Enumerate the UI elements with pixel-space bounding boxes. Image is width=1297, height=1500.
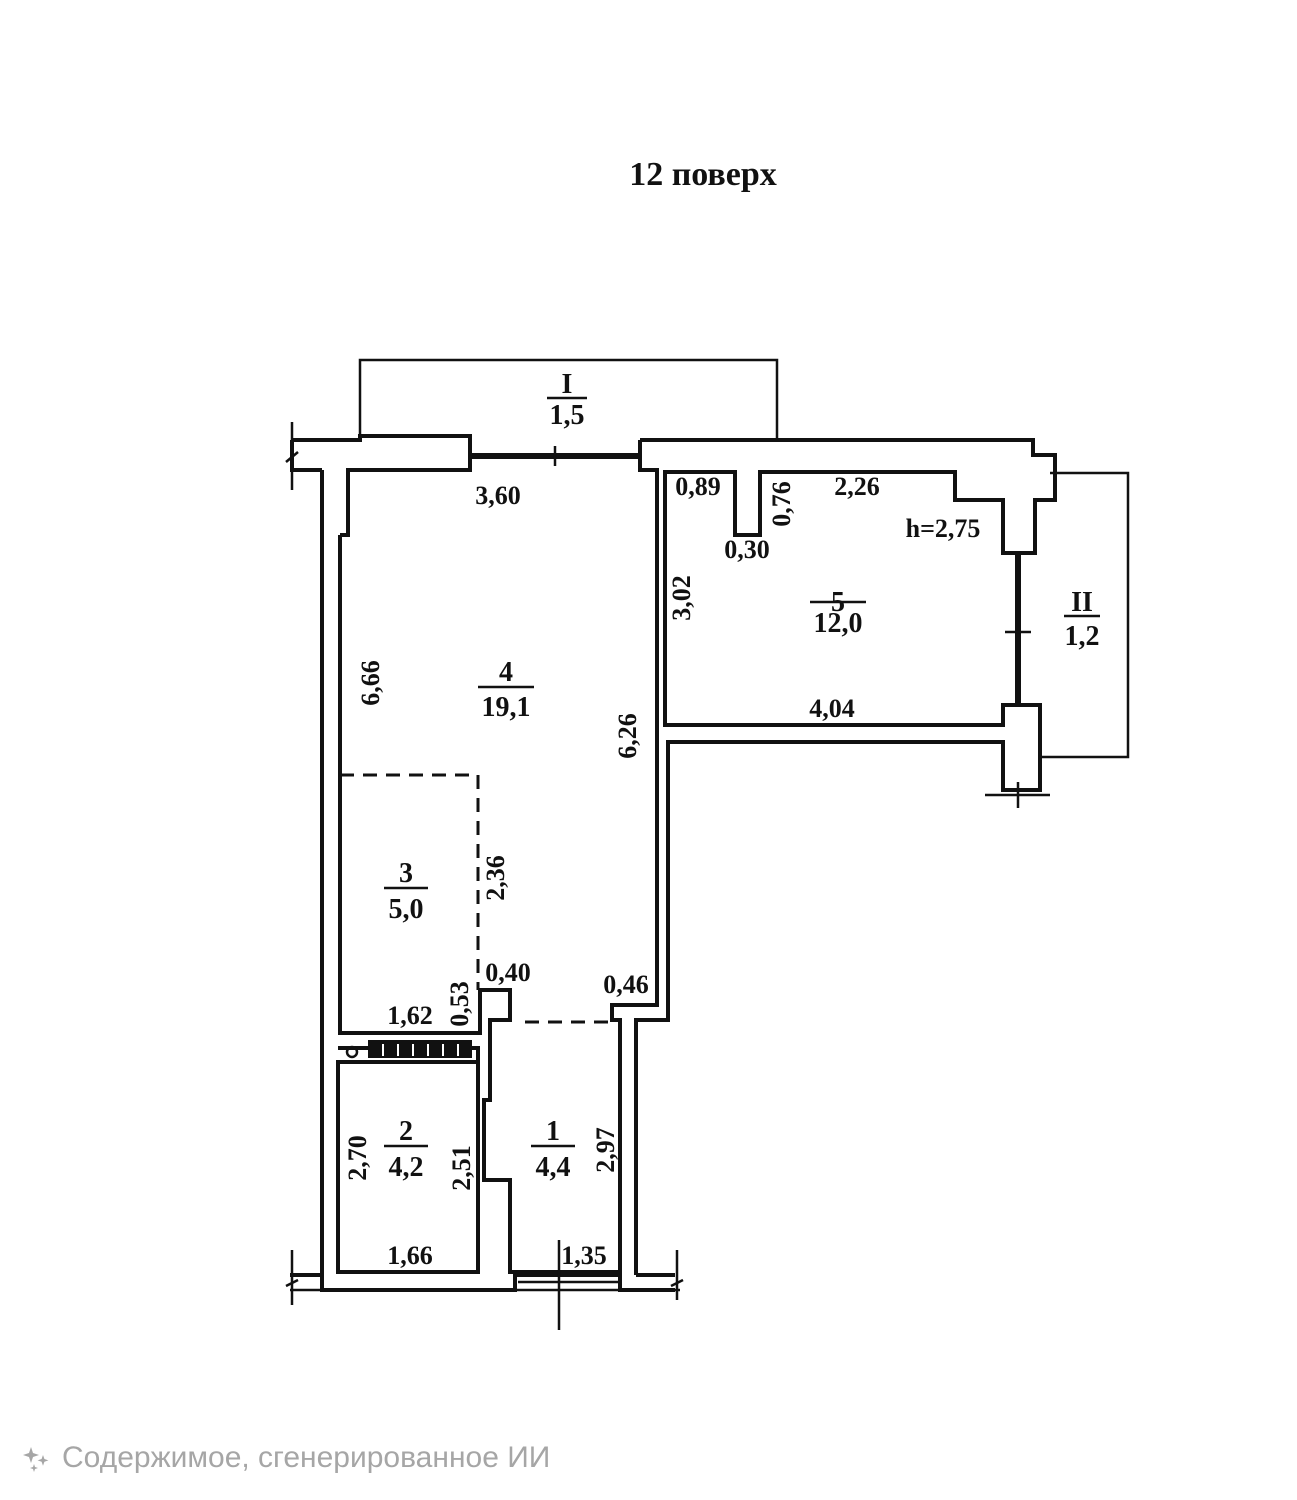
- svg-text:4,2: 4,2: [389, 1152, 424, 1183]
- sparkle-icon: [23, 1447, 49, 1472]
- dim-2-26: 2,26: [834, 472, 880, 501]
- room-label-5: 5 12,0: [810, 587, 866, 639]
- dim-6-66: 6,66: [356, 660, 385, 706]
- room-1-walls: [482, 1045, 620, 1274]
- dim-2-97: 2,97: [591, 1127, 620, 1173]
- dim-4-04: 4,04: [809, 694, 855, 723]
- svg-text:1: 1: [546, 1116, 560, 1147]
- bottom-wall: [290, 1273, 675, 1292]
- balcony-2-outline: [1040, 471, 1130, 759]
- svg-text:5,0: 5,0: [389, 894, 424, 925]
- svg-text:1,2: 1,2: [1065, 621, 1100, 652]
- ceiling-height: h=2,75: [906, 514, 981, 543]
- watermark-text: Содержимое, сгенерированное ИИ: [62, 1441, 551, 1474]
- room-label-I: I 1,5: [547, 369, 587, 431]
- right-dimension-ticks: [985, 782, 1050, 808]
- room-label-II: II 1,2: [1064, 587, 1100, 652]
- room-2-walls: [336, 1040, 480, 1274]
- floor-title: 12 поверх: [629, 156, 777, 193]
- room-label-4: 4 19,1: [478, 657, 534, 723]
- dim-2-51: 2,51: [447, 1145, 476, 1191]
- svg-text:1,5: 1,5: [550, 400, 585, 431]
- svg-text:12,0: 12,0: [814, 608, 863, 639]
- svg-text:4,4: 4,4: [536, 1152, 571, 1183]
- room-label-2: 2 4,2: [384, 1116, 428, 1183]
- balcony-1-outline: [358, 358, 779, 438]
- dim-0-40: 0,40: [485, 958, 531, 987]
- dim-3-02: 3,02: [667, 575, 696, 621]
- room-label-3: 3 5,0: [384, 858, 428, 925]
- dim-1-35: 1,35: [561, 1241, 607, 1270]
- top-wall-right: [610, 438, 1057, 1275]
- dim-2-70: 2,70: [343, 1135, 372, 1181]
- ai-watermark: Содержимое, сгенерированное ИИ: [22, 1441, 550, 1475]
- dim-0-53: 0,53: [445, 981, 474, 1027]
- dim-6-26: 6,26: [613, 713, 642, 759]
- svg-text:2: 2: [399, 1116, 413, 1147]
- left-dimension-ticks: [285, 422, 299, 490]
- radiator: [368, 1040, 472, 1058]
- svg-text:II: II: [1071, 587, 1093, 618]
- left-wall: [320, 470, 512, 1275]
- dim-0-46: 0,46: [603, 970, 649, 999]
- top-wall-left: [290, 434, 472, 537]
- room-label-1: 1 4,4: [531, 1116, 575, 1183]
- dim-1-62: 1,62: [387, 1001, 433, 1030]
- svg-text:4: 4: [499, 657, 513, 688]
- svg-text:19,1: 19,1: [482, 692, 531, 723]
- dim-0-89: 0,89: [675, 472, 721, 501]
- svg-text:3: 3: [399, 858, 413, 889]
- room-3-boundary: [340, 773, 612, 1024]
- dim-3-60: 3,60: [475, 481, 521, 510]
- dim-2-36: 2,36: [481, 855, 510, 901]
- dim-0-30: 0,30: [724, 535, 770, 564]
- svg-text:I: I: [562, 369, 573, 400]
- bottom-dimension-line: [285, 1240, 684, 1330]
- dim-0-76: 0,76: [767, 481, 796, 527]
- dim-1-66: 1,66: [387, 1241, 433, 1270]
